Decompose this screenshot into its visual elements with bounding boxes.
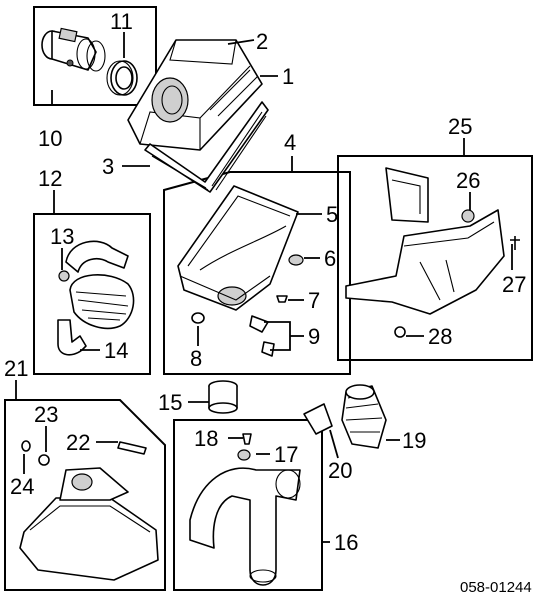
- intake-hose-19-drawing: [303, 384, 387, 449]
- callout-18: 18: [194, 426, 218, 451]
- callout-19: 19: [402, 428, 426, 453]
- leader-lines: [15, 32, 513, 543]
- callout-2: 2: [256, 29, 268, 54]
- duct-tube-drawing: [208, 380, 238, 414]
- callout-12: 12: [38, 166, 62, 191]
- callout-23: 23: [34, 402, 58, 427]
- resonator-chamber-drawing: [19, 440, 159, 581]
- callout-5: 5: [326, 202, 338, 227]
- callout-25: 25: [448, 114, 472, 139]
- callout-20: 20: [328, 458, 352, 483]
- frame-group-21: [4, 399, 166, 591]
- callout-10: 10: [38, 126, 62, 151]
- callout-4: 4: [284, 130, 296, 155]
- callout-7: 7: [308, 288, 320, 313]
- case-small-parts-drawing: [191, 254, 304, 357]
- callout-24: 24: [10, 474, 34, 499]
- seal-ring-drawing: [106, 60, 138, 96]
- frame-group-12: [33, 213, 151, 375]
- diagram-code: 058-01244: [460, 579, 532, 596]
- callout-9: 9: [308, 324, 320, 349]
- intake-hose-drawing: [57, 240, 135, 356]
- callout-17: 17: [274, 442, 298, 467]
- callout-15: 15: [158, 390, 182, 415]
- callout-14: 14: [104, 338, 128, 363]
- callout-11: 11: [110, 9, 133, 34]
- callout-6: 6: [324, 246, 336, 271]
- callout-16: 16: [334, 530, 358, 555]
- callout-13: 13: [50, 224, 74, 249]
- air-cleaner-cover-drawing: [127, 39, 263, 151]
- callout-8: 8: [190, 346, 202, 371]
- frame-group-16: [173, 419, 323, 591]
- callout-21: 21: [4, 356, 28, 381]
- callout-27: 27: [502, 272, 526, 297]
- frame-group-25: [337, 155, 533, 361]
- intake-duct-drawing: [189, 433, 301, 586]
- callout-28: 28: [428, 324, 452, 349]
- callout-1: 1: [282, 64, 294, 89]
- intake-bracket-drawing: [345, 167, 520, 338]
- airflow-meter-drawing: [41, 27, 106, 72]
- callout-22: 22: [66, 430, 90, 455]
- filter-element-drawing: [144, 101, 269, 193]
- callout-26: 26: [456, 168, 480, 193]
- air-cleaner-case-drawing: [177, 185, 299, 311]
- callout-3: 3: [102, 154, 114, 179]
- callout-labels: 1 2 3 4 5 6 7 8 9 10 11 12 13 14 15 16 1…: [4, 9, 526, 555]
